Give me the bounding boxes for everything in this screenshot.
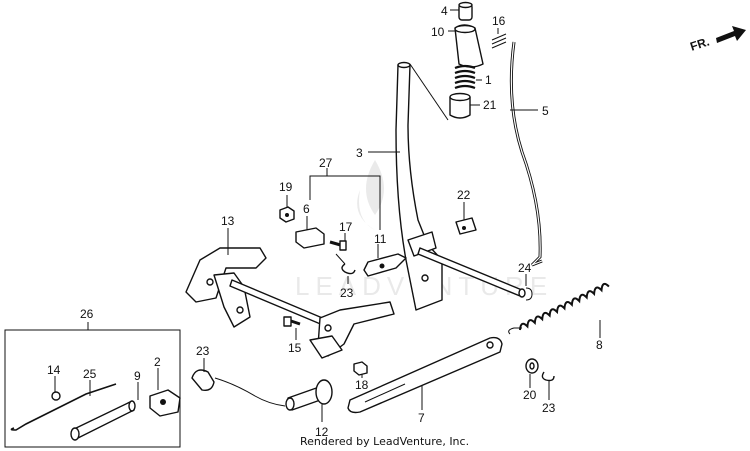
part-6-block	[295, 227, 325, 249]
callout-9: 9	[134, 369, 141, 383]
callout-4: 4	[441, 4, 448, 18]
part-24-clip	[525, 287, 533, 301]
callout-23-right: 23	[542, 401, 556, 415]
part-5-rod	[509, 41, 543, 267]
callout-17: 17	[339, 220, 353, 234]
callout-8: 8	[596, 338, 603, 352]
callout-20: 20	[523, 388, 537, 402]
leader-27-bracket	[309, 168, 381, 230]
callout-18: 18	[355, 378, 369, 392]
part-12-rod	[285, 379, 333, 411]
callout-24: 24	[518, 261, 532, 275]
part-15-bolt	[283, 316, 301, 327]
center-arm	[309, 301, 395, 359]
callout-6: 6	[303, 202, 310, 216]
part-7-arm	[347, 336, 503, 414]
callout-23-upper: 23	[340, 286, 354, 300]
front-direction-arrow: FR.	[688, 26, 746, 54]
part-21-collar	[449, 92, 471, 119]
part-11-plate	[363, 253, 407, 277]
part-1-spring	[454, 64, 476, 90]
callout-19: 19	[279, 180, 293, 194]
part-23-clip-upper	[341, 263, 356, 275]
callout-14: 14	[47, 363, 61, 377]
leader-12	[214, 377, 286, 407]
credit-text: Rendered by LeadVenture, Inc.	[300, 435, 469, 448]
callout-16: 16	[492, 14, 506, 28]
callout-21: 21	[483, 98, 497, 112]
group-box-26	[4, 322, 181, 448]
part-9-rod	[70, 400, 136, 441]
right-shaft	[417, 247, 526, 298]
callout-11: 11	[374, 232, 387, 246]
front-arrow-icon	[716, 26, 746, 43]
part-20-washer	[525, 358, 539, 374]
part-10-knob	[454, 24, 484, 68]
part-14-screw	[51, 391, 61, 401]
part-4-cap	[458, 1, 473, 21]
part-8-spring	[508, 282, 610, 335]
callout-7: 7	[418, 411, 425, 425]
callout-1: 1	[485, 73, 492, 87]
callout-22: 22	[457, 188, 471, 202]
callout-12: 12	[315, 425, 329, 439]
leader-lines	[54, 9, 601, 422]
callout-27: 27	[319, 156, 333, 170]
part-17-bolt	[329, 240, 347, 251]
callout-26: 26	[80, 307, 94, 321]
part-18-nut	[353, 361, 368, 376]
part-3-lever	[395, 61, 443, 311]
part-25-cable	[10, 383, 117, 431]
callout-2: 2	[154, 355, 161, 369]
part-19-nut	[279, 206, 295, 223]
callout-labels: 4 16 10 1 21 5 3 27 19 6 17 11 22 13 23 …	[47, 4, 603, 439]
callout-10: 10	[431, 25, 445, 39]
part-22-block	[455, 217, 477, 235]
part-23-clip-lower-left	[191, 369, 215, 392]
callout-13: 13	[221, 214, 235, 228]
callout-23-left: 23	[196, 344, 210, 358]
callout-5: 5	[542, 104, 549, 118]
part-2-block	[149, 389, 181, 417]
front-label: FR.	[688, 34, 711, 53]
callout-3: 3	[356, 146, 363, 160]
callout-25: 25	[83, 367, 97, 381]
part-16-spring	[491, 33, 507, 49]
part-13-bracket	[185, 247, 267, 328]
part-23-clip-lower-right	[541, 371, 555, 382]
callout-15: 15	[288, 341, 302, 355]
